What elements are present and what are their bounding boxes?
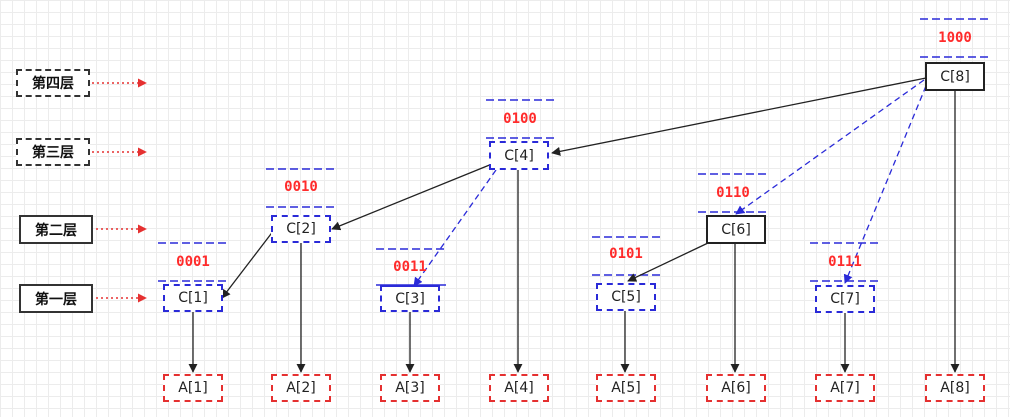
edge-c4-c3	[413, 169, 497, 287]
binary-label-c5: 0101	[609, 246, 643, 262]
node-a7: A[7]	[815, 374, 875, 402]
node-c8: C[8]	[925, 62, 985, 91]
edge-c8-c4	[551, 77, 927, 156]
level-3-label: 第三层	[16, 138, 90, 166]
node-c7: C[7]	[815, 285, 875, 313]
binary-label-c7: 0111	[828, 254, 862, 270]
edge-c6-c5	[627, 242, 709, 282]
level-1-label: 第一层	[19, 284, 93, 313]
node-a5: A[5]	[596, 374, 656, 402]
edge-c4-c2	[331, 163, 493, 231]
edge-c8-c6	[735, 79, 925, 215]
binary-label-c2: 0010	[284, 179, 318, 195]
node-c6: C[6]	[706, 215, 766, 244]
node-a6: A[6]	[706, 374, 766, 402]
node-c3: C[3]	[380, 285, 440, 312]
node-c1: C[1]	[163, 284, 223, 312]
node-a8: A[8]	[925, 374, 985, 402]
binary-label-c3: 0011	[393, 259, 427, 275]
edge-c8-c7	[843, 85, 927, 284]
binary-label-c4: 0100	[503, 111, 537, 127]
node-a2: A[2]	[271, 374, 331, 402]
level-2-label: 第二层	[19, 215, 93, 244]
node-c4: C[4]	[489, 141, 549, 170]
level-4-label: 第四层	[16, 69, 90, 97]
node-a4: A[4]	[489, 374, 549, 402]
node-a3: A[3]	[380, 374, 440, 402]
node-c2: C[2]	[271, 215, 331, 243]
node-a1: A[1]	[163, 374, 223, 402]
binary-label-c6: 0110	[716, 185, 750, 201]
binary-label-c8: 1000	[938, 30, 972, 46]
binary-label-c1: 0001	[176, 254, 210, 270]
node-c5: C[5]	[596, 283, 656, 311]
edge-c2-c1	[221, 229, 275, 299]
